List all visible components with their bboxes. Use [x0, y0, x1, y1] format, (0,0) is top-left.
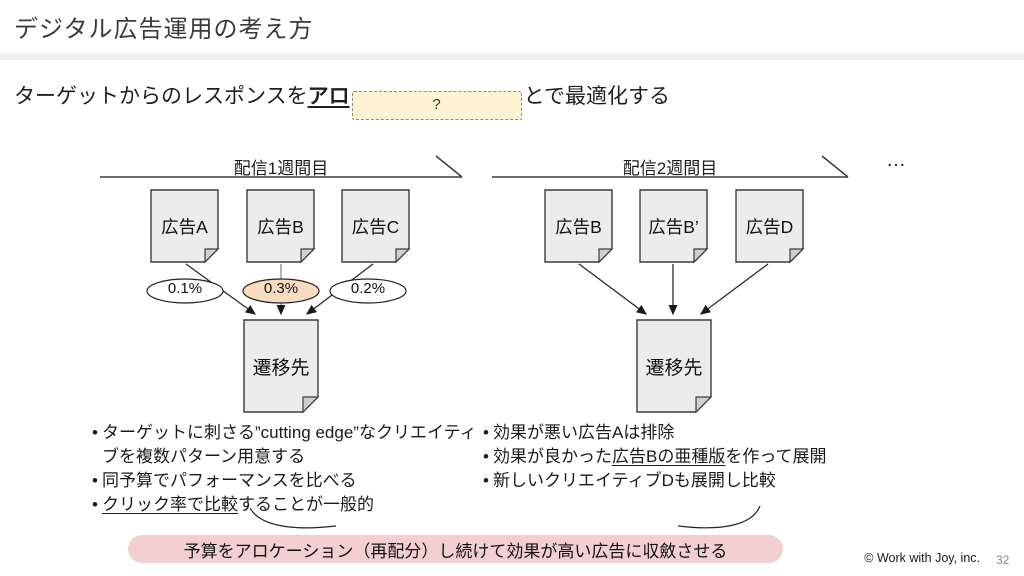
left-swoosh-connector [249, 507, 337, 529]
week2-header: 配信2週間目 [622, 159, 718, 178]
list-item: •ターゲットに刺さる”cutting edge”なクリエイティブを複数パターン用… [92, 423, 477, 466]
list-item: •新しいクリエイティブDも展開し比較 [483, 469, 868, 493]
folded-corner-icon [300, 248, 316, 264]
ad-card-b [246, 189, 316, 264]
list-item: •効果が悪い広告Aは排除 [483, 421, 868, 445]
folded-corner-icon [302, 396, 320, 414]
folded-corner-icon [204, 248, 220, 264]
folded-corner-icon [598, 248, 614, 264]
arrow-d-to-destination [699, 263, 769, 315]
ad-card-a-label: 広告A [161, 216, 208, 237]
copyright-text: © Work with Joy, inc. [864, 551, 980, 565]
ad-card-b2 [544, 189, 614, 264]
week1-timeline [100, 155, 463, 178]
destination-card-week2 [636, 319, 713, 414]
week1-header: 配信1週間目 [233, 159, 329, 178]
ad-card-a [150, 189, 220, 264]
lead-sentence: ターゲットからのレスポンスをアロ? とで最適化する [14, 80, 670, 120]
rate-value-b: 0.3% [263, 280, 299, 297]
list-item: •同予算でパフォーマンスを比べる [92, 469, 477, 493]
folded-corner-icon [693, 248, 709, 264]
rate-oval-b-highlighted [242, 278, 320, 304]
folded-corner-icon [395, 248, 411, 264]
continuation-ellipsis: … [886, 149, 909, 171]
ad-card-b2-label: 広告B [555, 216, 602, 237]
ad-card-d [735, 189, 805, 264]
bullet-icon: • [92, 471, 98, 490]
page-title: デジタル広告運用の考え方 [14, 16, 314, 43]
right-swoosh-connector [677, 505, 761, 529]
rate-oval-c [329, 278, 407, 304]
lead-prefix: ターゲットからのレスポンスを [14, 85, 308, 108]
allocation-keyword: アロ [307, 85, 350, 108]
ad-card-d-label: 広告D [745, 216, 794, 237]
list-item: •クリック率で比較することが一般的 [92, 493, 477, 517]
week1-slash-icon [435, 155, 463, 178]
week2-slash-icon [821, 155, 849, 178]
destination-card-week1 [243, 319, 320, 414]
summary-banner-text: 予算をアロケーション（再配分）し続けて効果が高い広告に収斂させる [183, 541, 728, 561]
title-divider [0, 53, 1024, 60]
ad-card-c-label: 広告C [351, 216, 400, 237]
bullet-icon: • [483, 471, 489, 490]
lead-suffix: とで最適化する [523, 85, 670, 108]
rate-value-c: 0.2% [350, 280, 386, 297]
week2-timeline [492, 155, 849, 178]
bullet-icon: • [483, 423, 489, 442]
question-mark-label: ? [432, 96, 441, 113]
destination-week1-label: 遷移先 [252, 357, 310, 379]
ad-card-b-label: 広告B [257, 216, 304, 237]
bullet-icon: • [92, 423, 98, 442]
rate-oval-a [146, 278, 224, 304]
ad-card-b-prime [639, 189, 709, 264]
notes-week2: •効果が悪い広告Aは排除 •効果が良かった広告Bの亜種版を作って展開 •新しいク… [483, 421, 868, 493]
notes-week1: •ターゲットに刺さる”cutting edge”なクリエイティブを複数パターン用… [92, 421, 477, 517]
page-number: 32 [996, 553, 1010, 567]
bullet-icon: • [483, 447, 489, 466]
ad-card-c [341, 189, 411, 264]
arrow-b2-to-destination [578, 263, 648, 315]
bullet-icon: • [92, 495, 98, 514]
ad-card-bprime-label: 広告B’ [648, 216, 699, 237]
rate-value-a: 0.1% [167, 280, 203, 297]
folded-corner-icon [789, 248, 805, 264]
folded-corner-icon [695, 396, 713, 414]
summary-banner: 予算をアロケーション（再配分）し続けて効果が高い広告に収斂させる [128, 535, 783, 563]
list-item: •効果が良かった広告Bの亜種版を作って展開 [483, 445, 868, 469]
destination-week2-label: 遷移先 [645, 357, 703, 379]
hidden-answer-box: ? [351, 91, 522, 120]
